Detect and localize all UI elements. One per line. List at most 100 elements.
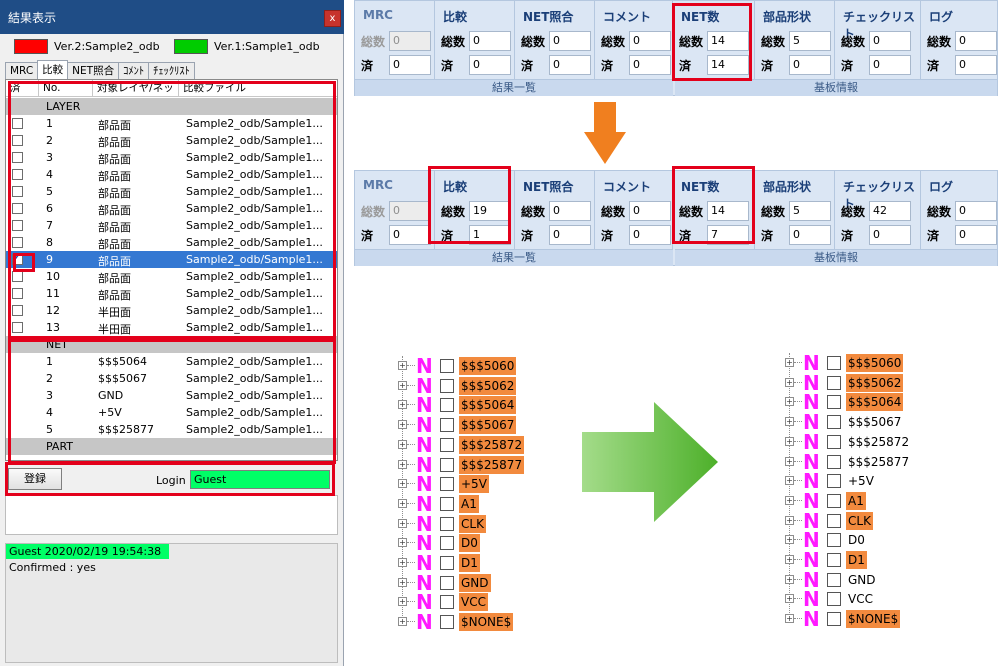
tree-item[interactable]: +N$$$25872 — [398, 433, 548, 457]
expand-icon[interactable]: + — [398, 420, 407, 430]
tab-4[interactable]: ﾁｪｯｸﾘｽﾄ — [148, 62, 195, 79]
done-checkbox[interactable] — [12, 203, 23, 214]
tab-1[interactable]: 比較 — [37, 60, 69, 79]
tree-item[interactable]: +N+5V — [398, 472, 548, 496]
tab-0[interactable]: MRC — [5, 62, 39, 79]
tree-checkbox[interactable] — [440, 418, 454, 433]
col-done[interactable]: 済 — [6, 80, 39, 96]
col-no[interactable]: No. — [39, 80, 93, 96]
tree-checkbox[interactable] — [827, 474, 841, 489]
expand-icon[interactable]: + — [398, 380, 407, 390]
tree-checkbox[interactable] — [440, 536, 454, 551]
tree-item[interactable]: +N$$$25877 — [398, 453, 548, 477]
tree-checkbox[interactable] — [827, 375, 841, 390]
expand-icon[interactable]: + — [398, 439, 407, 449]
tree-checkbox[interactable] — [440, 556, 454, 570]
ribbon-group-title[interactable]: 比較 — [443, 10, 468, 24]
tree-item[interactable]: +N$$$5067 — [785, 410, 935, 434]
tree-item[interactable]: +N$$$5062 — [398, 374, 548, 398]
tree-checkbox[interactable] — [827, 434, 841, 449]
expand-icon[interactable]: + — [398, 479, 407, 489]
tree-checkbox[interactable] — [440, 359, 454, 373]
tree-checkbox[interactable] — [440, 575, 454, 590]
tree-item[interactable]: +N$$$5067 — [398, 413, 548, 437]
tree-checkbox[interactable] — [827, 493, 841, 508]
ribbon-group-title[interactable]: コメント — [603, 180, 652, 194]
expand-icon[interactable]: + — [785, 594, 794, 604]
expand-icon[interactable]: + — [398, 400, 407, 410]
expand-icon[interactable]: + — [398, 498, 407, 508]
expand-icon[interactable]: + — [785, 574, 794, 584]
expand-icon[interactable]: + — [398, 617, 407, 627]
done-checkbox[interactable] — [12, 305, 23, 316]
tree-checkbox[interactable] — [440, 457, 454, 472]
tree-checkbox[interactable] — [827, 513, 841, 528]
tree-checkbox[interactable] — [827, 533, 841, 548]
tree-item[interactable]: +N$$$5064 — [785, 390, 935, 414]
done-checkbox[interactable] — [12, 252, 23, 265]
expand-icon[interactable]: + — [785, 358, 794, 367]
tree-checkbox[interactable] — [440, 398, 454, 413]
ribbon-group-title[interactable]: チェックリスト — [843, 180, 916, 211]
expand-icon[interactable]: + — [785, 495, 794, 505]
tree-item[interactable]: +N$NONE$ — [398, 610, 548, 634]
tree-checkbox[interactable] — [827, 612, 841, 627]
done-checkbox[interactable] — [12, 169, 23, 180]
tree-item[interactable]: +N$$$25877 — [785, 450, 935, 474]
tree-checkbox[interactable] — [827, 553, 841, 567]
tree-checkbox[interactable] — [827, 592, 841, 607]
register-button[interactable]: 登録 — [8, 468, 62, 490]
tree-checkbox[interactable] — [440, 595, 454, 610]
group-net[interactable]: NET — [6, 336, 337, 353]
expand-icon[interactable]: + — [398, 459, 407, 469]
col-target[interactable]: 対象レイヤ/ネット — [93, 80, 179, 110]
ribbon-group-title[interactable]: NET数 — [681, 10, 720, 24]
expand-icon[interactable]: + — [785, 555, 794, 564]
expand-icon[interactable]: + — [785, 417, 794, 427]
tree-item[interactable]: +N+5V — [785, 469, 935, 493]
ribbon-group-title[interactable]: 比較 — [443, 180, 468, 194]
ribbon-group-title[interactable]: NET数 — [681, 180, 720, 194]
ribbon-group-title[interactable]: ログ — [929, 180, 954, 194]
tree-checkbox[interactable] — [440, 516, 454, 531]
expand-icon[interactable]: + — [785, 515, 794, 525]
done-checkbox[interactable] — [12, 220, 23, 231]
ribbon-group-title[interactable]: MRC — [363, 178, 393, 192]
expand-icon[interactable]: + — [398, 518, 407, 528]
expand-icon[interactable]: + — [398, 597, 407, 607]
tree-item[interactable]: +N$$$5062 — [785, 371, 935, 395]
ribbon-group-title[interactable]: NET照合 — [523, 10, 574, 24]
done-checkbox[interactable] — [12, 118, 23, 129]
expand-icon[interactable]: + — [398, 361, 407, 370]
tree-item[interactable]: +N$$$5060 — [398, 354, 548, 378]
done-checkbox[interactable] — [12, 322, 23, 333]
tree-checkbox[interactable] — [440, 378, 454, 393]
tree-checkbox[interactable] — [440, 496, 454, 511]
expand-icon[interactable]: + — [398, 577, 407, 587]
ribbon-group-title[interactable]: NET照合 — [523, 180, 574, 194]
